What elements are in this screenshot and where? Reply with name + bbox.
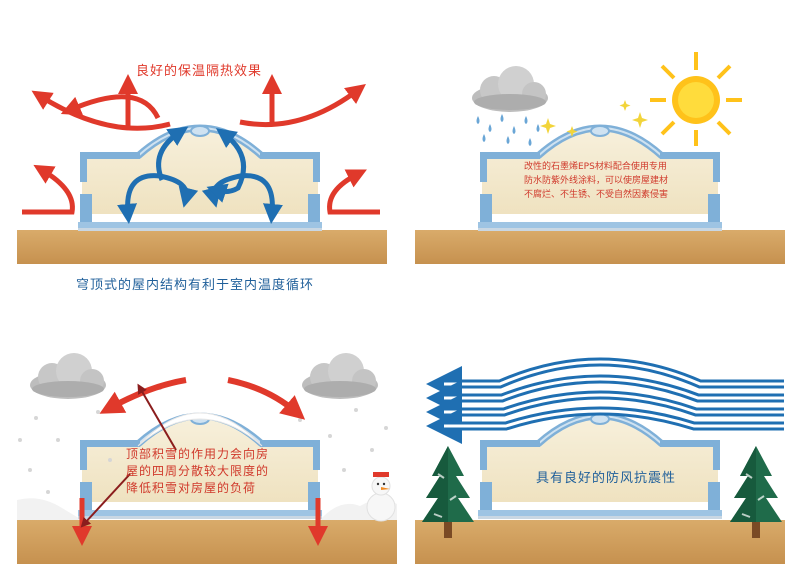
heat-arrow [22,164,75,215]
leader-line [80,473,131,528]
heat-arrow [31,90,171,131]
snow-pile [17,498,82,520]
panel-material [415,52,785,264]
wind-text: 具有良好的防风抗震性 [536,471,677,486]
leader-line [137,383,177,451]
panel-wind [415,357,785,564]
heat-arrow [327,169,380,215]
heat-arrow [239,83,366,127]
panel-snow [17,353,397,564]
sun-icon [650,52,742,146]
circulation-caption: 穹顶式的屋内结构有利于室内温度循环 [76,278,315,293]
cloud-icon [30,353,106,399]
snowman-icon [366,472,396,522]
sparkle-icon [540,100,648,137]
wind-arrows [426,357,784,444]
material-text: 改性的石墨烯EPS材料配合使用专用防水防紫外线涂料，可以使房屋建材不腐烂、不生锈… [524,162,669,200]
cloud-icon [302,353,378,399]
insulation-title: 良好的保温隔热效果 [136,64,263,79]
force-arrow [227,377,306,420]
ground [17,520,397,564]
air-arrow [206,128,247,203]
panel-insulation [17,74,387,264]
snow-cap [137,412,263,447]
rain-drops [476,114,540,146]
heat-arrow [60,94,161,120]
force-arrow [99,377,187,414]
ground [17,230,387,264]
rain-cloud-icon [472,66,548,112]
ground [415,520,785,564]
ground [415,230,785,264]
air-arrow [156,126,189,181]
snow-text: 顶部积雪的作用力会向房屋的四周分散较大限度的降低积雪对房屋的负荷 [126,447,270,495]
dome-house [78,126,322,231]
